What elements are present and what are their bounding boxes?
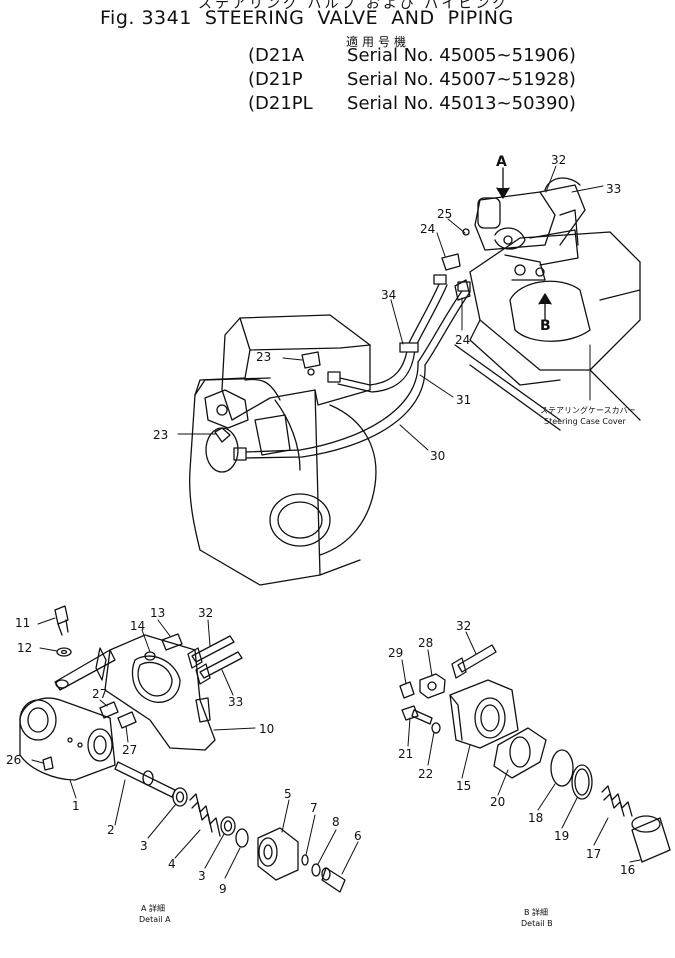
callout-11: 11 [15, 616, 30, 630]
overview-callouts: A B 32 33 25 24 24 34 23 31 23 30 ステアリング… [153, 153, 636, 463]
serial-range: Serial No. 45005~51906 [347, 45, 569, 66]
view-arrows [496, 167, 552, 321]
detail-b-label-en: Detail B [521, 919, 553, 928]
figure-title: Fig. 3341 STEERING VALVE AND PIPING [100, 7, 514, 29]
callout-20: 20 [490, 795, 505, 809]
callout-23: 23 [256, 350, 271, 364]
callout-34: 34 [381, 288, 396, 302]
callout-13: 13 [150, 606, 165, 620]
callout-21: 21 [398, 747, 413, 761]
detail-b-callouts: 29 28 32 21 22 15 20 18 19 17 16 B 詳細 De… [388, 619, 635, 928]
detail-a-drawing [19, 605, 346, 893]
callout-8: 8 [332, 815, 340, 829]
detail-b-drawing [399, 644, 671, 863]
callout-3: 3 [198, 869, 206, 883]
callout-22: 22 [418, 767, 433, 781]
callout-25: 25 [437, 207, 452, 221]
detail-b-leader-lines [401, 631, 641, 863]
model-name: D21A [255, 45, 305, 66]
detail-a-leader-lines [31, 617, 359, 879]
callout-7: 7 [310, 801, 318, 815]
callout-12: 12 [17, 641, 32, 655]
callout-4: 4 [168, 857, 176, 871]
callout-17: 17 [586, 847, 601, 861]
callout-28: 28 [418, 636, 433, 650]
steering-case-cover [454, 231, 641, 431]
callout-6: 6 [354, 829, 362, 843]
view-label-b: B [540, 318, 551, 334]
callout-29: 29 [388, 646, 403, 660]
applicability-label: 適用号機 [346, 35, 411, 49]
callout-16: 16 [620, 863, 635, 877]
callout-26: 26 [6, 753, 21, 767]
callout-33: 33 [606, 182, 621, 196]
callout-14: 14 [130, 619, 145, 633]
japanese-title: ステアリング バルブ および パイピング [198, 0, 510, 12]
callout-32: 32 [456, 619, 471, 633]
case-cover-label-jp: ステアリングケースカバー [540, 405, 636, 415]
callout-23: 23 [153, 428, 168, 442]
callout-24: 24 [420, 222, 435, 236]
case-cover-label-en: Steering Case Cover [544, 417, 627, 426]
callout-18: 18 [528, 811, 543, 825]
serial-range: Serial No. 45007~51928 [347, 69, 569, 90]
callout-30: 30 [430, 449, 445, 463]
callout-27: 27 [122, 743, 137, 757]
detail-a-callouts: 11 12 13 14 32 27 27 33 10 26 1 2 3 4 3 … [6, 606, 362, 924]
callout-24: 24 [455, 333, 470, 347]
callout-10: 10 [259, 722, 274, 736]
model-name: D21P [255, 69, 303, 90]
overview-leader-lines [177, 165, 604, 451]
callout-31: 31 [456, 393, 471, 407]
detail-b-label-jp: B 詳細 [524, 907, 548, 917]
hose-assemblies [233, 274, 471, 461]
serial-range: Serial No. 45013~50390 [347, 93, 569, 114]
callout-19: 19 [554, 829, 569, 843]
view-label-a: A [496, 154, 507, 170]
detail-a-label-jp: A 詳細 [141, 903, 165, 913]
callout-3: 3 [140, 839, 148, 853]
callout-2: 2 [107, 823, 115, 837]
callout-33: 33 [228, 695, 243, 709]
detail-a-label-en: Detail A [139, 915, 171, 924]
steering-valve-assembly [474, 177, 586, 281]
callout-27: 27 [92, 687, 107, 701]
callout-15: 15 [456, 779, 471, 793]
callout-5: 5 [284, 787, 292, 801]
transmission-housing [189, 314, 377, 586]
callout-32: 32 [551, 153, 566, 167]
callout-32: 32 [198, 606, 213, 620]
callout-1: 1 [72, 799, 80, 813]
model-name: D21PL [255, 93, 313, 114]
callout-9: 9 [219, 882, 227, 896]
